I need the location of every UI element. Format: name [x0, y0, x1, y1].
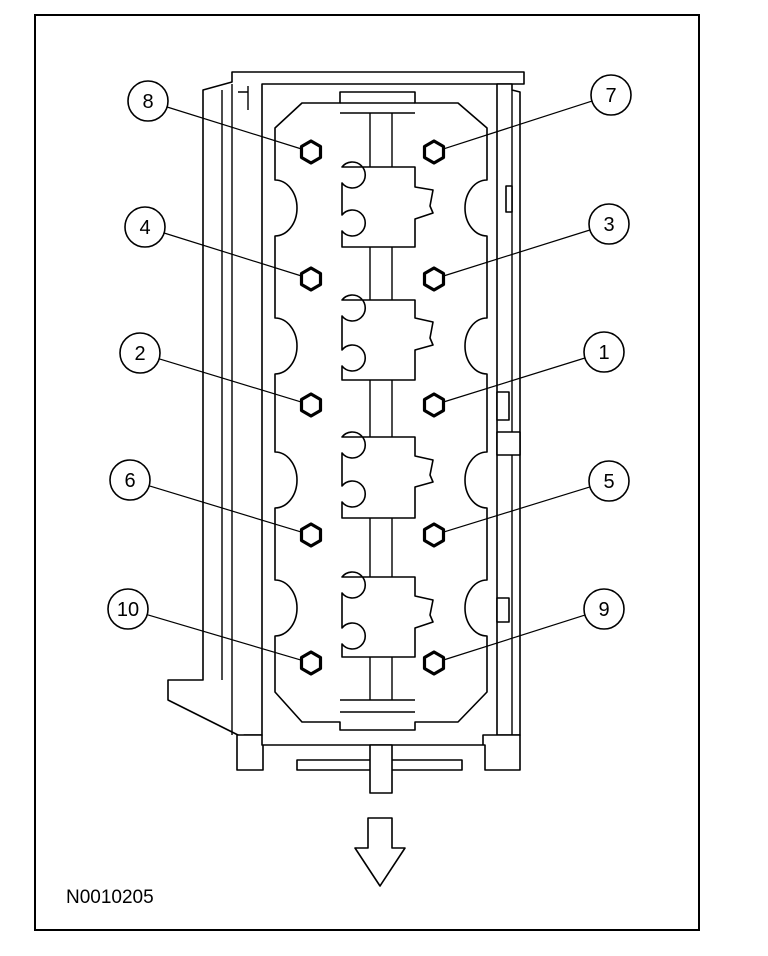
leader-line	[158, 358, 302, 403]
callout-circle	[124, 206, 166, 248]
head-bottom-flange	[236, 734, 521, 771]
bolt-4-hex-icon	[299, 266, 323, 292]
bolt-callout-1: 1	[443, 331, 625, 403]
figure-code: N0010205	[66, 887, 154, 908]
figure-frame	[34, 14, 700, 931]
leader-line	[443, 486, 591, 533]
leader-line	[166, 106, 302, 150]
bolt-10-hex-icon	[299, 650, 323, 676]
callout-number: 3	[603, 214, 614, 236]
bolt-9-hex-icon	[422, 650, 446, 676]
leader-line	[443, 357, 586, 403]
leader-line	[147, 614, 302, 661]
callout-circle	[583, 331, 625, 373]
arrow-down-icon	[354, 817, 406, 887]
bolt-callout-3: 3	[443, 203, 630, 277]
leader-line	[163, 232, 302, 277]
bolt-callout-8: 8	[127, 80, 302, 150]
bolt-6-hex-icon	[299, 522, 323, 548]
callout-circle	[107, 588, 149, 630]
cylinder-head	[167, 71, 525, 794]
bolt-callout-4: 4	[124, 206, 302, 277]
callout-number: 7	[605, 85, 616, 107]
callout-circle	[127, 80, 169, 122]
callout-circle	[109, 459, 151, 501]
bolt-callout-5: 5	[443, 460, 630, 533]
bolt-callout-7: 7	[443, 74, 632, 150]
callout-circle	[588, 460, 630, 502]
leader-line	[443, 229, 591, 277]
leader-line	[148, 485, 302, 533]
head-inner-body	[274, 91, 488, 731]
bolt-7-hex-icon	[422, 139, 446, 165]
callout-circle	[590, 74, 632, 116]
leader-line	[443, 614, 586, 661]
bolt-2-hex-icon	[299, 392, 323, 418]
bolt-callout-2: 2	[119, 332, 302, 403]
leader-line	[443, 100, 593, 150]
callout-number: 2	[134, 343, 145, 365]
bolt-3-hex-icon	[422, 266, 446, 292]
callout-number: 9	[598, 599, 609, 621]
callout-number: 1	[598, 342, 609, 364]
head-bolts	[299, 139, 446, 676]
callout-circle	[588, 203, 630, 245]
bolt-callouts: 8 7 4 3 2 1 6 5 10 9	[107, 74, 632, 661]
bolt-1-hex-icon	[422, 392, 446, 418]
callout-number: 5	[603, 471, 614, 493]
bearing-caps	[341, 161, 434, 658]
callout-circle	[119, 332, 161, 374]
callout-circle	[583, 588, 625, 630]
bolt-5-hex-icon	[422, 522, 446, 548]
callout-number: 6	[124, 470, 135, 492]
callout-number: 4	[139, 217, 150, 239]
callout-number: 10	[117, 599, 139, 621]
bolt-callout-10: 10	[107, 588, 302, 661]
callout-number: 8	[142, 91, 153, 113]
bolt-callout-6: 6	[109, 459, 302, 533]
bolt-8-hex-icon	[299, 139, 323, 165]
bolt-callout-9: 9	[443, 588, 625, 661]
